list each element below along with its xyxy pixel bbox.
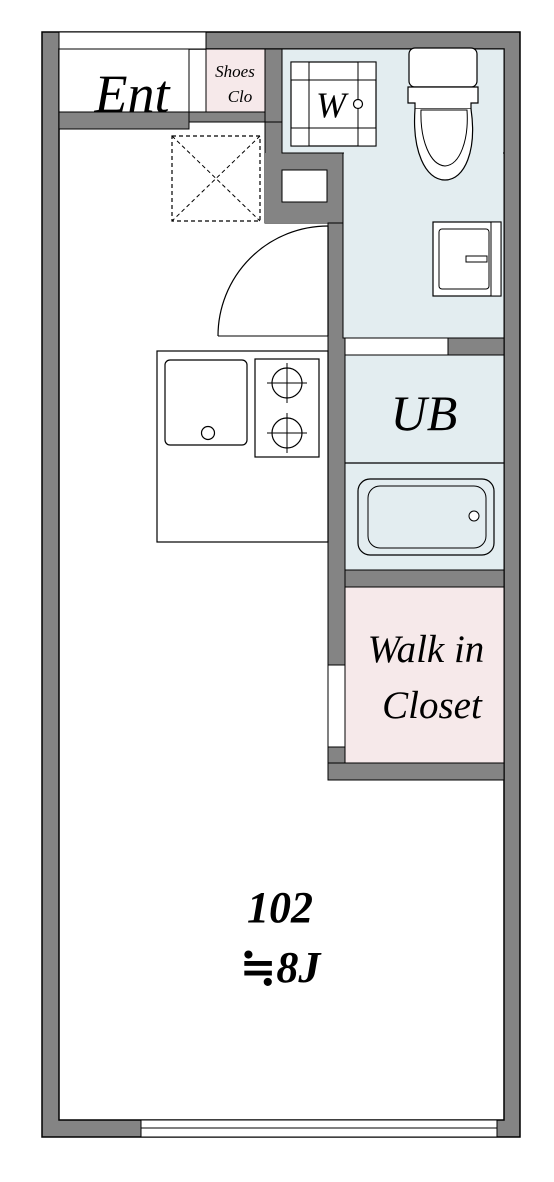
bathtub: [357, 478, 495, 556]
washing-machine: [290, 61, 377, 147]
wash-basin: [432, 221, 502, 297]
kitchen-counter: [156, 350, 329, 543]
toilet: [407, 47, 479, 181]
walk-in-closet: [344, 586, 505, 764]
wall-closet-bottom: [327, 762, 505, 781]
door-swing: [217, 225, 329, 337]
unit-number: 102: [247, 883, 313, 932]
core-niche: [281, 169, 328, 203]
unit-bath-label: UB: [391, 385, 458, 441]
walk-in-closet-label-1: Walk in: [368, 628, 485, 671]
room-size: ≒8J: [240, 943, 323, 992]
entrance-door-opening: [58, 31, 207, 50]
fridge-space: [171, 135, 261, 222]
wall-ub-closet: [344, 569, 505, 588]
shoes-closet-label-2: Clo: [228, 87, 253, 106]
shoes-closet-wall: [264, 48, 283, 123]
closet-door-opening: [327, 664, 346, 748]
entrance-area: [58, 48, 190, 113]
washer-label: W: [316, 85, 349, 125]
wc-door-opening: [344, 337, 449, 356]
shoes-closet-label-1: Shoes: [215, 62, 255, 81]
entrance-label: Ent: [94, 64, 172, 124]
walk-in-closet-label-2: Closet: [382, 684, 483, 727]
